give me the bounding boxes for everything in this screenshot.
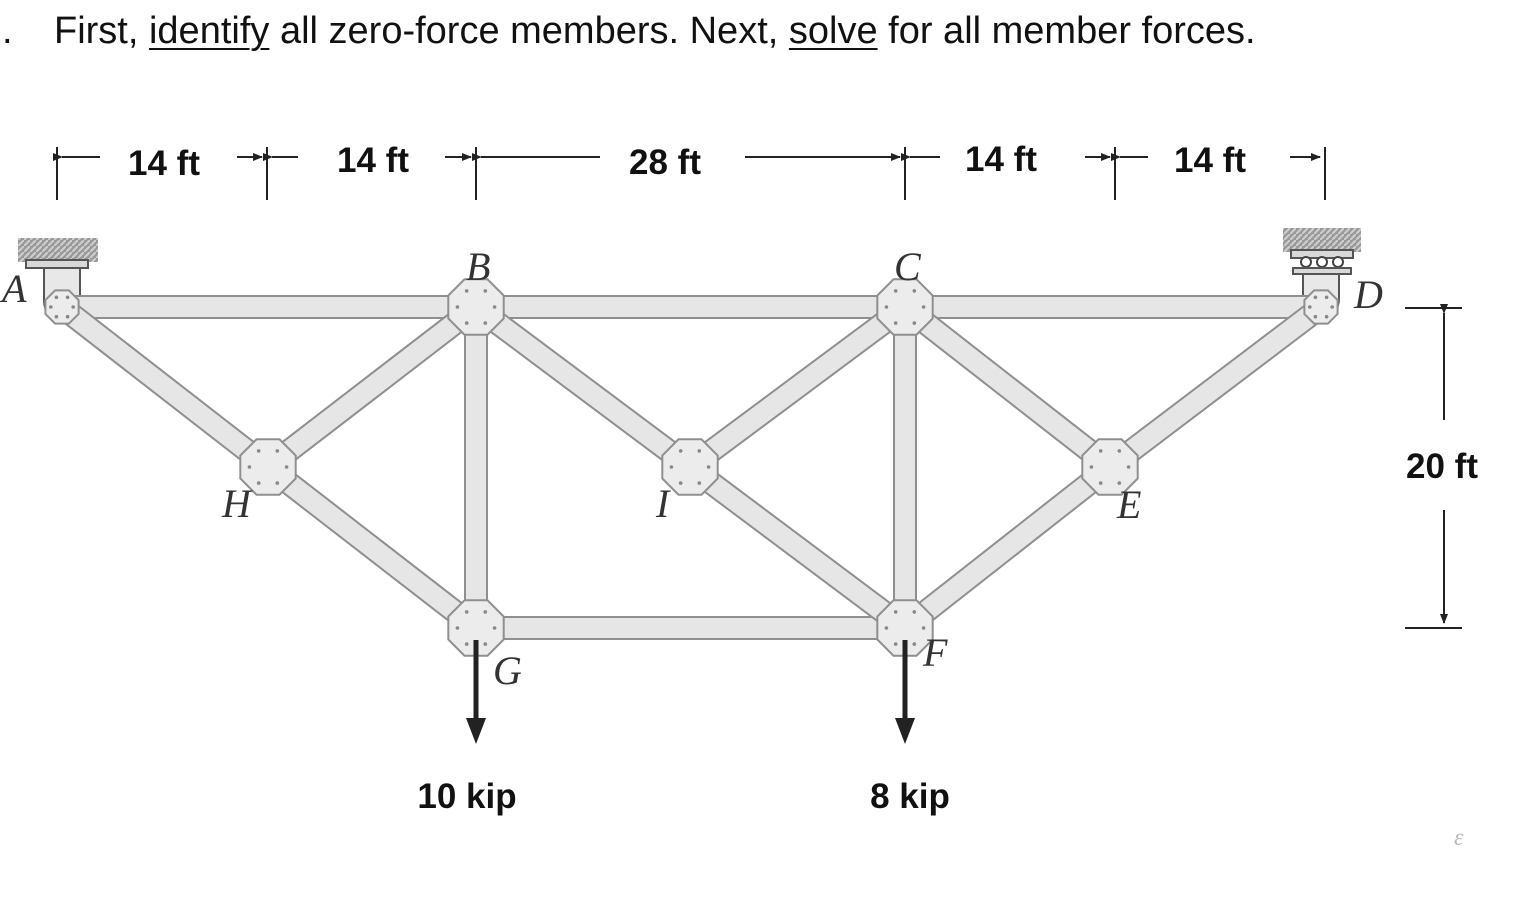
joint-a <box>44 289 80 325</box>
node-label-f: F <box>922 630 948 675</box>
stray-mark: ε <box>1454 825 1464 851</box>
dim-label-height: 20 ft <box>1406 447 1478 486</box>
dim-label-span-5: 14 ft <box>1174 141 1246 180</box>
problem-statement: . First, identify all zero-force members… <box>0 10 1500 62</box>
prompt-part: for all member forces. <box>877 10 1256 52</box>
member-ef <box>897 457 1118 638</box>
member-hg <box>260 457 484 638</box>
height-dimension-line <box>1405 304 1462 629</box>
node-label-h: H <box>221 481 253 526</box>
node-label-a: A <box>0 266 27 311</box>
member-ed <box>1102 297 1329 477</box>
load-label-g: 10 kip <box>417 777 516 816</box>
joint-i <box>661 438 719 496</box>
bullet: . <box>2 10 13 52</box>
truss-joints <box>44 278 1339 657</box>
node-label-i: I <box>655 481 671 526</box>
member-hb <box>260 297 484 477</box>
dim-label-span-4: 14 ft <box>965 140 1037 179</box>
joint-e <box>1081 438 1139 496</box>
dim-label-span-2: 14 ft <box>337 141 409 180</box>
load-arrow-f <box>895 640 915 744</box>
span-dimension-line <box>53 147 1326 200</box>
member-bi <box>468 297 698 477</box>
joint-h <box>239 438 297 496</box>
node-label-d: D <box>1353 272 1383 317</box>
node-label-e: E <box>1116 482 1141 527</box>
node-label-b: B <box>466 244 490 289</box>
joint-c <box>876 278 934 336</box>
node-label-g: G <box>493 648 522 693</box>
prompt-part-underlined: identify <box>148 10 270 52</box>
member-ce <box>897 297 1118 477</box>
joint-f <box>876 599 934 657</box>
load-label-f: 8 kip <box>870 777 950 816</box>
dim-label-span-3: 28 ft <box>629 143 701 182</box>
member-ic <box>682 297 913 477</box>
problem-text: First, identify all zero-force members. … <box>54 10 1256 53</box>
prompt-part: all zero-force members. Next, <box>269 10 789 52</box>
joint-d <box>1303 289 1339 325</box>
truss-members <box>54 295 1329 640</box>
dim-label-span-1: 14 ft <box>128 144 200 183</box>
prompt-part: First, <box>54 10 149 52</box>
node-label-c: C <box>894 244 922 289</box>
member-ah <box>54 297 276 477</box>
joint-b <box>447 278 505 336</box>
prompt-part-underlined: solve <box>788 10 878 52</box>
member-if <box>682 457 913 638</box>
joint-g <box>447 599 505 657</box>
load-arrow-g <box>466 640 486 744</box>
